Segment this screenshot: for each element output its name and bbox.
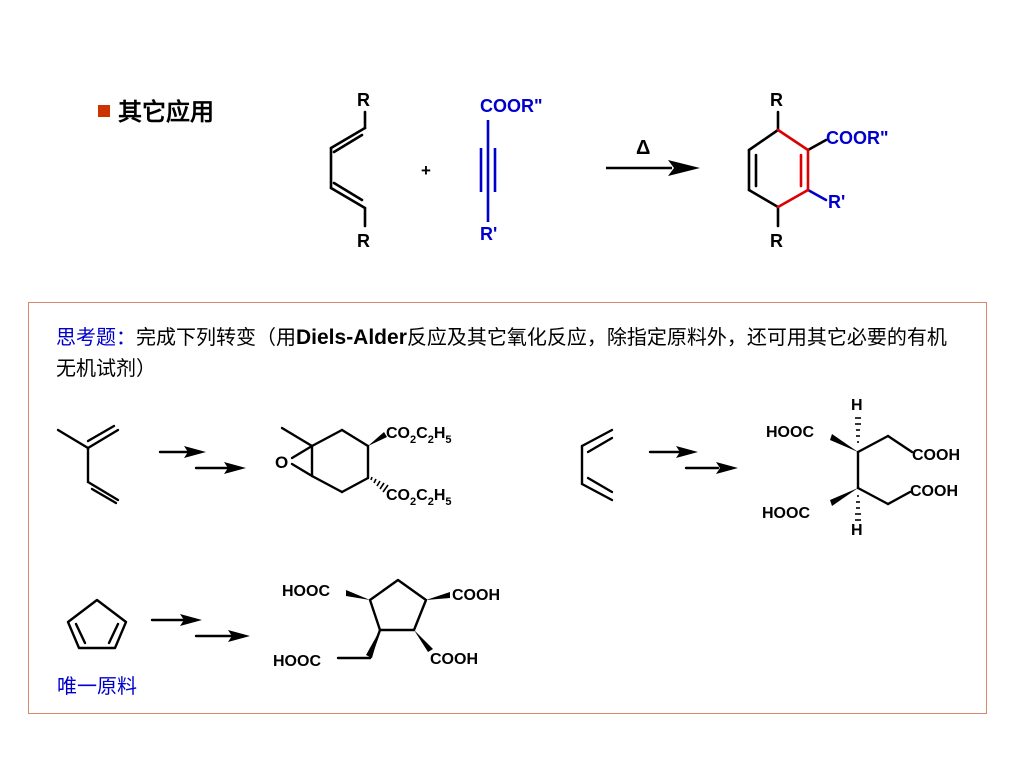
- arrow-icon: [180, 614, 202, 626]
- acid-bottom-left-label: HOOC: [273, 653, 321, 670]
- wedge-bond: [426, 592, 450, 600]
- plus-sign: +: [421, 161, 431, 180]
- acid-top-left-label: HOOC: [282, 583, 330, 600]
- acid-right-top-label: COOH: [912, 447, 960, 464]
- alkyne-r-prime-label: R': [480, 224, 497, 244]
- wedge-bond: [414, 630, 433, 652]
- section-heading: 其它应用: [98, 92, 214, 127]
- h-top-label: H: [851, 397, 863, 414]
- question-text: 思考题：完成下列转变（用Diels-Alder反应及其它氧化反应，除指定原料外，…: [56, 322, 956, 383]
- heat-delta-label: Δ: [636, 137, 650, 159]
- diester-top-label: CO2C2H5: [386, 425, 452, 446]
- acid-left-top-label: HOOC: [766, 424, 814, 441]
- wedge-bond: [830, 488, 858, 506]
- only-starting-material-label: 唯一原料: [57, 674, 137, 698]
- epoxide-oxygen: O: [275, 453, 288, 472]
- diene-r-top: R: [357, 90, 370, 110]
- acid-left-bottom-label: HOOC: [762, 505, 810, 522]
- square-bullet-icon: [98, 105, 110, 117]
- arrow-icon: [676, 446, 698, 458]
- question-text-part2: 反应及其它氧化反应，除指定原料外，还可用其它必要的有机无机试剂）: [56, 325, 947, 380]
- arrow-icon: [716, 462, 738, 474]
- wedge-bond: [368, 432, 387, 446]
- wedge-bond: [366, 630, 380, 658]
- arrow-icon: [228, 630, 250, 642]
- product-r-prime-label: R': [828, 192, 845, 212]
- wedge-bond: [830, 434, 858, 452]
- section-heading-text: 其它应用: [118, 98, 214, 126]
- acid-right-bottom-label: COOH: [910, 483, 958, 500]
- wedge-bond: [346, 590, 370, 600]
- question-box: [28, 302, 987, 714]
- arrow-icon: [184, 446, 206, 458]
- diester-bottom-label: CO2C2H5: [386, 487, 452, 508]
- question-text-bold: Diels-Alder: [296, 326, 407, 349]
- reaction-arrow-icon: [668, 160, 700, 176]
- question-label: 思考题：: [56, 325, 136, 349]
- product-ester-label: COOR": [826, 128, 889, 148]
- diene-r-bottom: R: [357, 231, 370, 251]
- product-r-bottom: R: [770, 231, 783, 251]
- question-text-part1: 完成下列转变（用: [136, 325, 296, 349]
- alkyne-ester-label: COOR": [480, 96, 543, 116]
- product-r-top: R: [770, 90, 783, 110]
- h-bottom-label: H: [851, 522, 863, 539]
- diels-alder-reaction-scheme: R R + COOR" R' Δ: [329, 90, 889, 251]
- acid-top-right-label: COOH: [452, 587, 500, 604]
- arrow-icon: [224, 462, 246, 474]
- acid-bottom-right-label: COOH: [430, 651, 478, 668]
